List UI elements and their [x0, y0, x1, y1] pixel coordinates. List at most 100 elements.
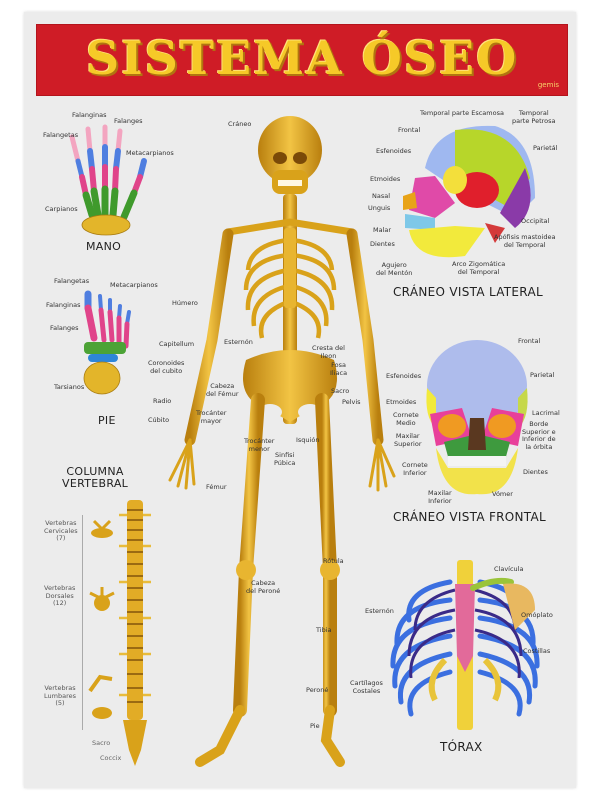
label-text: Cornete [402, 461, 428, 469]
label-frontal-frontal: Frontal [518, 337, 541, 345]
label-text: Vertebras [44, 584, 76, 592]
label-text: del Mentón [376, 268, 413, 277]
label-text: del cubito [150, 366, 183, 375]
section-title-craneo-frontal: CRÁNEO VISTA FRONTAL [393, 510, 546, 524]
label-lateral-frontal: Frontal [398, 126, 421, 134]
label-text: Vertebras [44, 684, 76, 692]
label-trocanter-menor: Trocánter menor [244, 437, 275, 453]
label-lateral-malar: Malar [373, 226, 392, 234]
label-vertebras-cervicales: Vertebras Cervicales (7) [44, 519, 78, 543]
label-perone: Peroné [306, 686, 329, 694]
publisher-logo: gemis [537, 81, 559, 89]
label-lateral-parietal: Parietál [533, 144, 558, 152]
label-text: Trocánter [244, 437, 275, 445]
label-esternon: Esternón [224, 338, 253, 346]
label-text: Superior [394, 439, 422, 448]
label-cabeza-perone: Cabeza del Peroné [246, 579, 280, 595]
label-lateral-etmoides: Etmoides [370, 175, 401, 183]
label-text: parte Petrosa [512, 116, 556, 125]
thorax-illustration [390, 560, 540, 730]
section-title-mano: MANO [86, 240, 122, 253]
label-text: (7) [56, 534, 66, 542]
label-frontal-cornete-inferior: Cornete Inferior [402, 461, 428, 477]
label-frontal-cornete-medio: Cornete Medio [393, 411, 419, 427]
label-text: Superior e [522, 427, 556, 436]
label-text: del Fémur [206, 389, 239, 398]
poster-title: SISTEMA ÓSEO [85, 31, 519, 85]
label-text: Fosa [331, 361, 346, 369]
label-columna-sacro: Sacro [92, 739, 111, 747]
label-torax-esternon: Esternón [365, 607, 394, 615]
label-frontal-vomer: Vómer [492, 490, 513, 498]
label-craneo: Cráneo [228, 120, 252, 128]
label-frontal-lacrimal: Lacrimal [532, 409, 560, 417]
label-lateral-occipital: Occipital [521, 217, 550, 225]
label-sinfisi-pubica: Sinfisi Púbica [274, 451, 295, 467]
label-text: Cabeza [210, 382, 235, 390]
label-radio: Radio [153, 397, 172, 405]
label-frontal-esfenoides: Esfenoides [386, 372, 422, 380]
label-frontal-etmoides: Etmoides [386, 398, 417, 406]
skull-frontal-illustration [426, 340, 528, 495]
label-text: del Temporal [457, 267, 500, 276]
label-text: Borde [529, 420, 549, 428]
label-capitellum: Capitellum [159, 340, 195, 348]
label-text: Inferior [428, 496, 452, 505]
label-text: la órbita [525, 442, 553, 451]
label-text: Maxilar [428, 489, 452, 497]
section-title-columna: COLUMNA VERTEBRAL [62, 466, 128, 490]
columna-title-line1: COLUMNA [66, 465, 124, 478]
label-temporal-petrosa: Temporal parte Petrosa [512, 109, 556, 125]
spine-illustration [119, 500, 151, 766]
label-pelvis: Pelvis [342, 398, 361, 406]
label-lateral-esfenoides: Esfenoides [376, 147, 412, 155]
label-trocanter-mayor: Trocánter mayor [196, 409, 227, 425]
label-frontal-parietal: Parietal [530, 371, 555, 379]
label-text: Inferior de [522, 435, 556, 443]
label-mano-falanges: Falanges [114, 117, 143, 125]
label-vertebras-lumbares: Vertebras Lumbares (5) [44, 684, 76, 708]
label-columna-coccix: Coccix [100, 754, 122, 762]
label-vertebras-dorsales: Vertebras Dorsales (12) [44, 584, 76, 608]
label-text: Iliaca [330, 368, 348, 377]
skull-lateral-illustration [403, 125, 535, 258]
label-text: Cabeza [251, 579, 276, 587]
label-femur: Fémur [206, 483, 227, 491]
label-mano-metacarpianos: Metacarpianos [126, 149, 174, 157]
section-title-torax: TÓRAX [440, 740, 483, 754]
label-text: Vertebras [45, 519, 77, 527]
label-lateral-apofisis: Apófisis mastoidea del Temporal [494, 233, 555, 249]
label-sacro: Sacro [331, 387, 350, 395]
label-text: Ileon [320, 351, 337, 360]
label-tibia: Tibia [316, 626, 332, 634]
label-text: Trocánter [196, 409, 227, 417]
label-torax-omoplato: Omóplato [521, 611, 553, 619]
label-text: Costales [352, 686, 381, 695]
label-pie-falangetas: Falangetas [54, 277, 90, 285]
label-fosa-iliaca: Fosa Iliaca [330, 361, 348, 377]
label-cresta-ileon: Cresta del Ileon [312, 344, 345, 360]
label-text: Medio [396, 418, 416, 427]
label-text: Inferior [403, 468, 427, 477]
label-text: menor [248, 444, 270, 453]
label-text: Temporal [518, 109, 549, 117]
label-text: Maxilar [395, 432, 420, 440]
label-mano-falangetas: Falangetas [43, 131, 79, 139]
label-frontal-maxilar-superior: Maxilar Superior [394, 432, 422, 448]
label-mano-carpianos: Carpianos [45, 205, 78, 213]
section-title-pie: PIE [98, 414, 116, 427]
label-torax-costillas: Costillas [523, 647, 551, 655]
label-text: Cervicales [44, 526, 78, 535]
vertebra-icons [88, 519, 115, 719]
label-text: Cresta del [312, 344, 345, 352]
label-text: Sinfisi [275, 451, 295, 459]
label-text: (5) [55, 699, 65, 707]
label-mano-falanginas: Falanginas [72, 111, 107, 119]
label-text: Coronoides [148, 359, 185, 367]
label-frontal-maxilar-inferior: Maxilar Inferior [428, 489, 452, 505]
label-pie: Pie [310, 722, 320, 730]
label-pie-falanginas: Falanginas [46, 301, 81, 309]
label-frontal-dientes: Dientes [523, 468, 548, 476]
label-humero: Húmero [172, 299, 198, 307]
label-cubito: Cúbito [148, 416, 170, 424]
